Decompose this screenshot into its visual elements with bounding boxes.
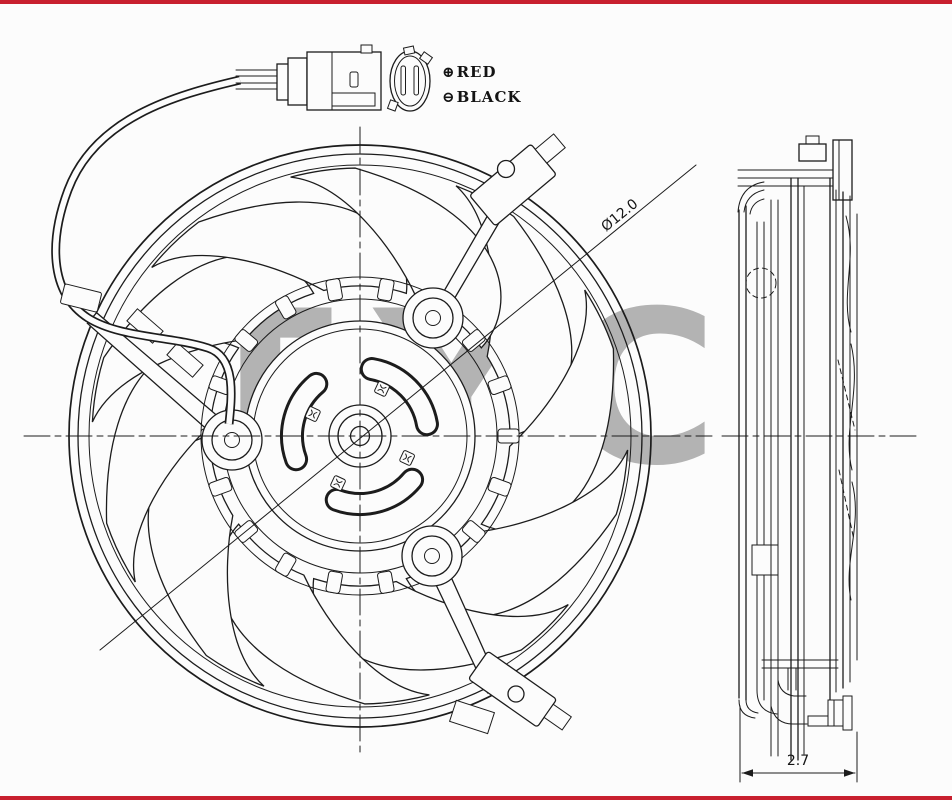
connector-wires [235, 69, 281, 90]
centerlines [23, 126, 919, 758]
circle-minus-icon: ⊖ [442, 88, 456, 106]
bottom-red-border [0, 796, 952, 800]
negative-terminal-label: ⊖BLACK [442, 88, 521, 106]
connector-face [386, 45, 434, 112]
positive-terminal-label: ⊕RED [442, 63, 497, 81]
circle-plus-icon: ⊕ [442, 63, 456, 81]
connector-detail: ⊕RED ⊖BLACK [235, 44, 521, 112]
depth-dimension-label: 2.7 [787, 753, 809, 769]
side-view [737, 135, 858, 761]
top-right-bracket [470, 133, 566, 226]
bottom-right-bracket [448, 651, 573, 735]
diameter-leader-line [99, 164, 697, 651]
cable-clip [60, 283, 102, 313]
top-red-border [0, 0, 952, 4]
power-cable [51, 75, 242, 425]
mounting-bosses [201, 287, 464, 587]
depth-dimension: 2.7 [739, 705, 858, 783]
hub-bore-dimension-label: Ø12.0 [598, 196, 641, 235]
